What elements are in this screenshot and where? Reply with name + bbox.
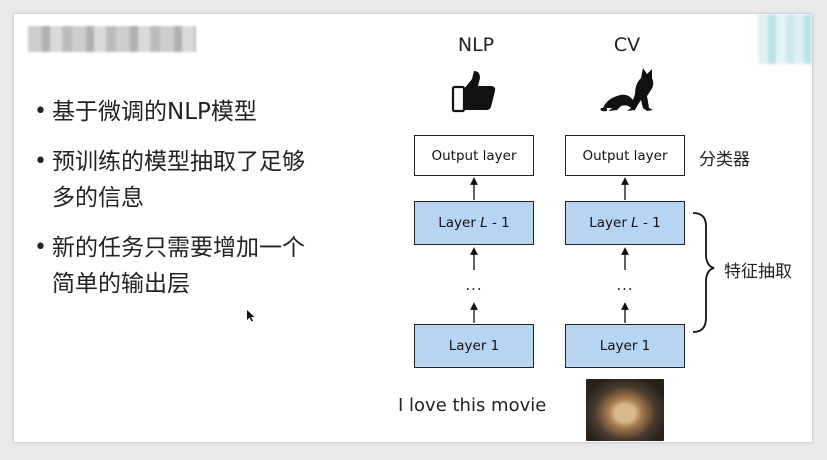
nlp-layer-1: Layer 1: [414, 324, 534, 368]
layer-prefix: Layer: [438, 215, 481, 231]
cv-layer-top: Layer L - 1: [565, 201, 685, 245]
nlp-layer-1-label: Layer 1: [448, 338, 500, 354]
blurred-logo: [758, 14, 812, 64]
cat-photo: [586, 379, 664, 441]
bullet-line: 基于微调的NLP模型: [52, 99, 257, 125]
bullet-dot: •: [34, 99, 47, 124]
nlp-output-layer-label: Output layer: [431, 147, 517, 164]
cv-layer-top-label: Layer L - 1: [589, 215, 661, 231]
bullet-line: 预训练的模型抽取了足够: [52, 149, 305, 175]
layer-suffix: - 1: [487, 215, 510, 231]
bullet-line: 新的任务只需要增加一个: [52, 235, 305, 261]
nlp-layer-top-label: Layer L - 1: [438, 215, 510, 231]
arrows: [470, 177, 715, 333]
layer-prefix: Layer: [589, 215, 632, 231]
bullet-line: 多的信息: [52, 185, 144, 211]
layer-var: L: [631, 215, 639, 231]
nlp-input-text: I love this movie: [398, 395, 547, 416]
bullet-dot: •: [34, 149, 47, 174]
mouse-cursor-icon: [247, 310, 255, 322]
feature-extraction-label: 特征抽取: [724, 262, 792, 282]
cv-output-layer-label: Output layer: [582, 147, 668, 164]
thumbs-up-icon: [451, 71, 496, 113]
layer-var: L: [480, 215, 488, 231]
nlp-ellipsis: ...: [465, 276, 483, 294]
nlp-layer-top: Layer L - 1: [414, 201, 534, 245]
bullet-item: • 预训练的模型抽取了足够 多的信息: [34, 144, 374, 216]
nlp-output-layer: Output layer: [414, 135, 534, 176]
feature-brace: [692, 212, 715, 333]
bullet-line: 简单的输出层: [52, 271, 190, 297]
cv-output-layer: Output layer: [565, 135, 685, 176]
slide: • 基于微调的NLP模型 • 预训练的模型抽取了足够 多的信息 • 新的任务只需…: [14, 14, 812, 442]
cv-layer-1-label: Layer 1: [599, 338, 651, 354]
cv-ellipsis: ...: [616, 276, 634, 294]
classifier-label: 分类器: [699, 150, 750, 170]
bullet-list: • 基于微调的NLP模型 • 预训练的模型抽取了足够 多的信息 • 新的任务只需…: [34, 94, 374, 316]
bullet-item: • 新的任务只需要增加一个 简单的输出层: [34, 230, 374, 302]
cat-icon: [600, 68, 654, 112]
bullet-item: • 基于微调的NLP模型: [34, 94, 374, 130]
column-title-nlp: NLP: [457, 34, 495, 56]
cv-layer-1: Layer 1: [565, 324, 685, 368]
bullet-dot: •: [34, 235, 47, 260]
layer-suffix: - 1: [638, 215, 661, 231]
blurred-header: [28, 26, 196, 52]
column-title-cv: CV: [613, 34, 641, 56]
